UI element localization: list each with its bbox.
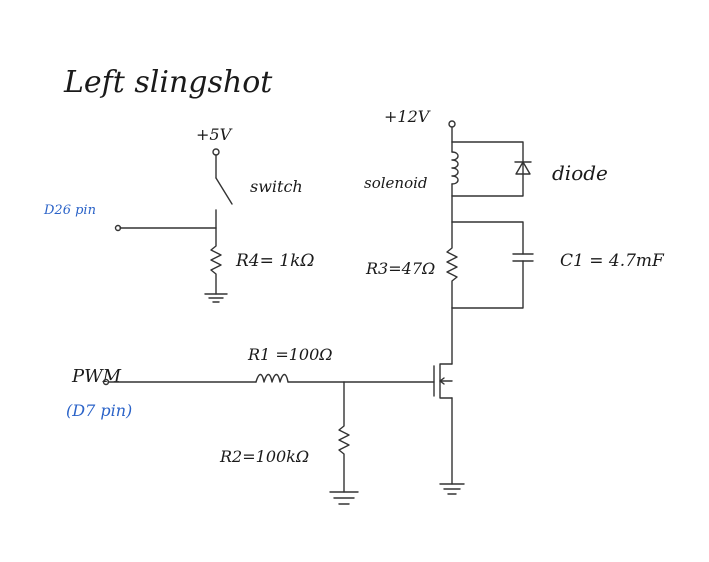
label-solenoid: solenoid — [364, 174, 428, 192]
label-d7-pin: (D7 pin) — [66, 401, 132, 420]
ground-symbol-mosfet — [439, 483, 465, 495]
ground-symbol-r2 — [329, 491, 359, 505]
label-switch: switch — [250, 177, 303, 196]
label-r3: R3=47Ω — [365, 259, 435, 278]
r4-resistor — [210, 227, 222, 295]
mosfet-body — [439, 377, 453, 385]
r2-resistor — [338, 381, 350, 493]
label-pwm: PWM — [71, 366, 122, 387]
switch-blade — [215, 177, 233, 205]
diode-symbol — [515, 161, 531, 175]
ground-symbol-r4 — [204, 293, 228, 303]
5v-terminal — [212, 148, 220, 156]
label-5v: +5V — [196, 125, 233, 144]
label-d26-pin: D26 pin — [43, 203, 96, 218]
gate-circuit — [102, 373, 435, 505]
label-12v: +12V — [384, 107, 431, 126]
c1-capacitor — [512, 253, 534, 262]
switch-circuit — [114, 148, 233, 303]
diode-loop — [451, 141, 524, 197]
solenoid-circuit — [433, 120, 534, 495]
r3-resistor — [446, 221, 458, 309]
solenoid-coil — [451, 151, 459, 185]
12v-terminal — [448, 120, 456, 128]
r1-resistor — [255, 373, 289, 383]
label-c1: C1 = 4.7mF — [560, 251, 665, 271]
diagram-title: Left slingshot — [63, 65, 273, 100]
label-diode: diode — [552, 161, 608, 185]
label-r2: R2=100kΩ — [219, 447, 309, 466]
c1-lower-wire — [451, 260, 524, 309]
c1-upper-wire — [451, 221, 524, 255]
label-r4: R4= 1kΩ — [235, 251, 314, 271]
label-r1: R1 =100Ω — [247, 345, 333, 364]
